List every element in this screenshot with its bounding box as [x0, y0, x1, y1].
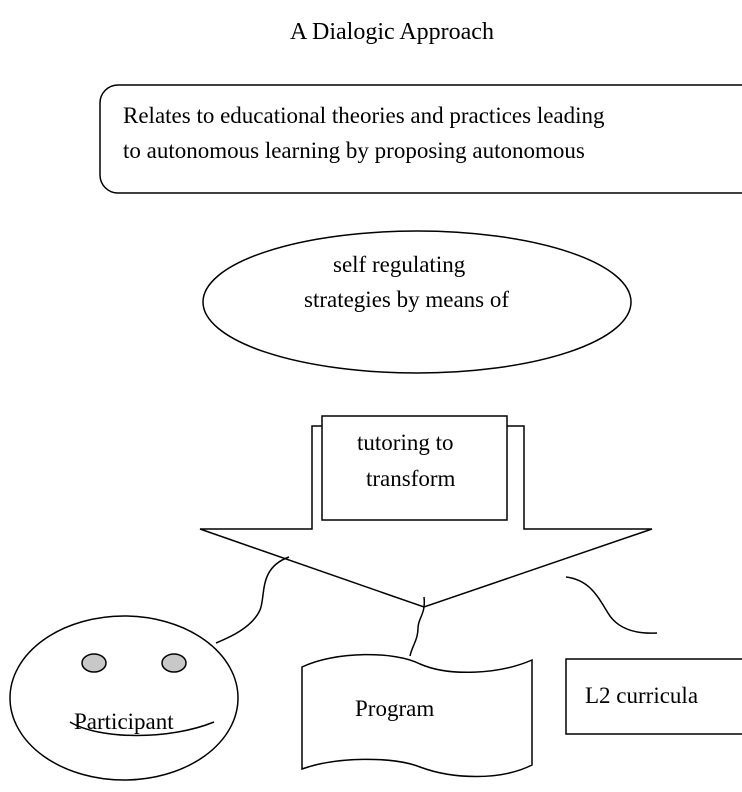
program-document-shape: [301, 653, 533, 778]
connector-middle: [409, 596, 426, 657]
top-box-line2: to autonomous learning by proposing auto…: [123, 138, 585, 163]
ellipse-shape: [202, 230, 632, 374]
participant-label: Participant: [74, 709, 174, 734]
ellipse-line2: strategies by means of: [304, 287, 510, 312]
top-box-line1: Relates to educational theories and prac…: [123, 103, 605, 128]
top-box-shape: [99, 84, 742, 194]
participant-face-shape: [9, 615, 239, 781]
arrow-inner-box-shape: [321, 415, 508, 521]
arrow-box-line2: transform: [366, 466, 456, 491]
right-eye: [161, 653, 187, 673]
diagram-title: A Dialogic Approach: [290, 19, 494, 45]
ellipse-line1: self regulating: [333, 252, 466, 277]
smile-curve: [69, 721, 215, 737]
arrow-box-line1: tutoring to: [357, 430, 454, 455]
down-arrow-shape: [199, 425, 653, 608]
curricula-label: L2 curricula: [585, 683, 699, 708]
connector-left: [215, 556, 290, 644]
curricula-box-shape: [565, 658, 742, 735]
connector-right: [565, 576, 658, 634]
program-label: Program: [355, 696, 435, 721]
left-eye: [81, 653, 107, 673]
